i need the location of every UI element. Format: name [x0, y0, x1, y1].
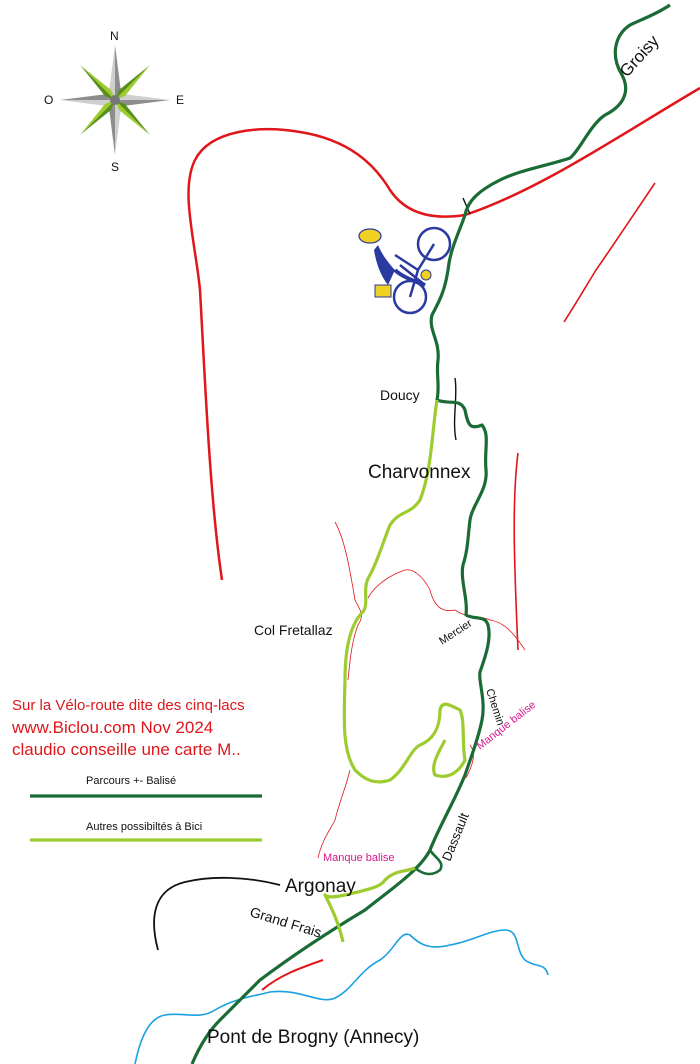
info-line-1: Sur la Vélo-route dite des cinq-lacs [12, 697, 245, 714]
label-doucy: Doucy [380, 387, 420, 403]
compass-e: E [176, 93, 185, 107]
trail-thin-4 [465, 744, 474, 779]
road-black-west [153, 876, 281, 951]
road-red-south [261, 959, 324, 991]
route-other-argonay [323, 866, 416, 943]
label-grand-frais: Grand Frais [248, 904, 323, 941]
legend-other-label: Autres possibiltés à Bici [86, 821, 203, 833]
info-block: Sur la Vélo-route dite des cinq-lacs www… [12, 695, 245, 761]
label-manque-balise-2: Manque balise [323, 852, 395, 864]
compass-n: N [110, 29, 119, 43]
trail-thin-2 [367, 569, 526, 651]
legend-signed-label: Parcours +- Balisé [86, 775, 177, 787]
trail-thin-1 [334, 521, 362, 681]
road-red-branch [563, 182, 656, 323]
route-signed-main [190, 3, 671, 1064]
info-line-3: claudio conseille une carte M.. [12, 740, 241, 759]
label-argonay: Argonay [285, 876, 356, 897]
road-red-main [187, 86, 700, 581]
label-mercier: Mercier [437, 617, 475, 647]
compass-s: S [111, 160, 120, 174]
label-pont-de-brogny: Pont de Brogny (Annecy) [207, 1027, 420, 1048]
info-line-2: www.Biclou.com Nov 2024 [12, 718, 214, 737]
route-other-west [342, 399, 467, 784]
compass-o: O [44, 93, 54, 107]
road-red-right [513, 452, 519, 651]
road-black-doucy [453, 377, 457, 441]
route-signed-branch [414, 849, 443, 876]
cyclist-icon [358, 226, 452, 315]
trail-thin-3 [317, 769, 351, 859]
compass-rose-icon [60, 45, 170, 155]
label-charvonnex: Charvonnex [368, 462, 471, 483]
river-blue [134, 929, 549, 1064]
label-col-fretallaz: Col Fretallaz [254, 622, 333, 638]
label-groisy: Groisy [616, 31, 663, 81]
